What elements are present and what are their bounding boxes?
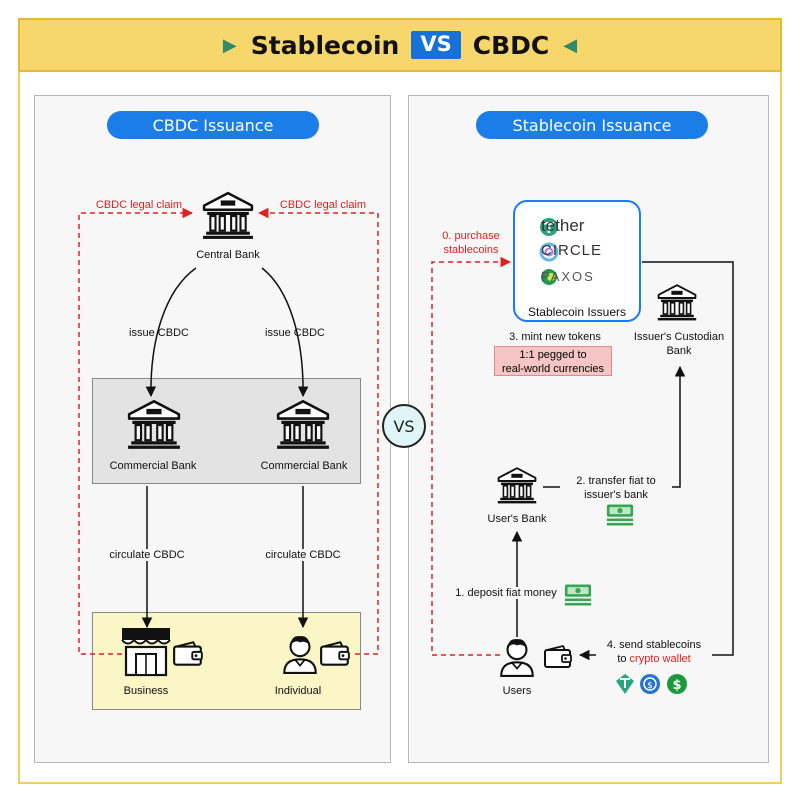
tether-logo-icon (540, 218, 558, 236)
users-icon (500, 638, 534, 677)
business-label: Business (123, 685, 169, 697)
individual-wallet-icon (320, 641, 350, 666)
crypto-wallet-text: crypto wallet (629, 653, 691, 665)
svg-text:$: $ (672, 678, 681, 693)
cbdc-issuance-title: CBDC Issuance (107, 111, 319, 139)
users-label: Users (502, 685, 532, 697)
header-vs-badge: VS (411, 31, 461, 59)
circulate-cbdc-left-label: circulate CBDC (97, 549, 197, 561)
individual-label: Individual (274, 685, 322, 697)
header-banner: ▶ Stablecoin VS CBDC ◀ (18, 18, 782, 72)
paxos-logo-icon (541, 269, 557, 285)
brand-paxos: PAXOS (541, 269, 595, 284)
users-bank-icon (497, 467, 537, 505)
central-bank-label: Central Bank (196, 249, 260, 261)
peg-line-2: real-world currencies (501, 363, 605, 375)
users-bank-label: User's Bank (487, 513, 547, 525)
send-stablecoins-label: 4. send stablecoins to crypto wallet (596, 638, 712, 666)
peg-note: 1:1 pegged to real-world currencies (494, 346, 612, 376)
custodian-line-1: Issuer's Custodian (633, 331, 725, 343)
stablecoin-issuance-title: Stablecoin Issuance (476, 111, 708, 139)
cash-deposit-icon (564, 584, 592, 606)
transfer-fiat-label: 2. transfer fiat to issuer's bank (560, 474, 672, 502)
commercial-bank-left-icon (127, 399, 181, 450)
play-right-icon: ▶ (222, 34, 237, 55)
store-icon (121, 628, 171, 677)
cbdc-legal-claim-lines (78, 207, 379, 655)
users-wallet-icon (543, 644, 573, 669)
purchase-stablecoins-label: 0. purchase stablecoins (436, 229, 506, 257)
deposit-fiat-label: 1. deposit fiat money (448, 587, 564, 599)
circulate-cbdc-right-label: circulate CBDC (253, 549, 353, 561)
play-left-icon: ◀ (563, 34, 578, 55)
svg-text:$: $ (647, 681, 653, 691)
vs-circle: VS (382, 404, 426, 448)
stablecoin-issuers-label: Stablecoin Issuers (527, 305, 627, 319)
usdt-token-icon (616, 674, 634, 694)
brand-circle: CIRCLE (541, 242, 603, 259)
issue-cbdc-right-label: issue CBDC (265, 327, 325, 339)
custodian-bank-icon (657, 284, 697, 321)
usdc-token-icon: $ (640, 674, 660, 694)
send-to-text: to (617, 653, 630, 665)
legal-claim-left-label: CBDC legal claim (95, 199, 183, 211)
header-right-title: CBDC (472, 30, 550, 60)
purchase-stablecoins-line (431, 256, 512, 656)
central-bank-icon (202, 191, 254, 240)
commercial-bank-right-label: Commercial Bank (260, 460, 348, 472)
stablecoin-issuers-box (513, 200, 641, 322)
purchase-line-1: 0. purchase (442, 230, 500, 242)
mint-tokens-label: 3. mint new tokens (509, 331, 601, 343)
commercial-bank-right-icon (276, 399, 330, 450)
transfer-line-1: 2. transfer fiat to (576, 475, 656, 487)
commercial-bank-left-label: Commercial Bank (109, 460, 197, 472)
cash-transfer-icon (606, 504, 634, 526)
purchase-line-2: stablecoins (443, 244, 499, 256)
individual-icon (283, 635, 317, 674)
business-wallet-icon (173, 641, 203, 666)
circle-logo-icon (539, 242, 559, 262)
dollar-token-icon: $ (667, 674, 687, 694)
send-line-2: to crypto wallet (596, 652, 712, 666)
header-left-title: Stablecoin (250, 30, 400, 60)
send-line-1: 4. send stablecoins (606, 639, 702, 651)
brand-tether: tether (541, 216, 585, 235)
custodian-line-2: Bank (666, 345, 692, 357)
transfer-line-2: issuer's bank (584, 489, 648, 501)
legal-claim-right-label: CBDC legal claim (279, 199, 367, 211)
issue-cbdc-left-label: issue CBDC (129, 327, 189, 339)
peg-line-1: 1:1 pegged to (519, 349, 587, 361)
custodian-bank-label: Issuer's Custodian Bank (627, 330, 731, 358)
